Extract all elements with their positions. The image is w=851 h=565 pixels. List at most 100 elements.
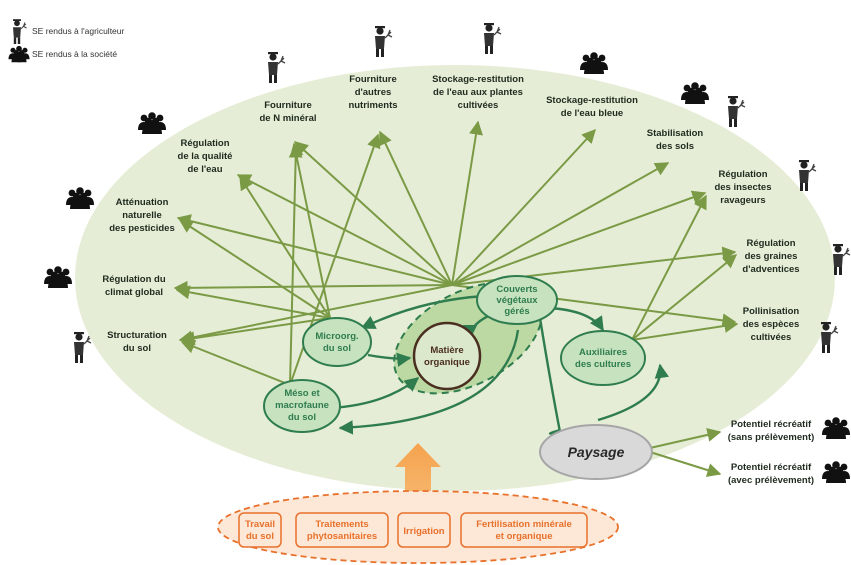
svg-text:Travail: Travail (245, 519, 275, 530)
svg-text:des cultures: des cultures (575, 359, 631, 370)
svg-text:Régulation du: Régulation du (102, 274, 166, 285)
svg-text:d'adventices: d'adventices (742, 264, 799, 275)
svg-text:des sols: des sols (656, 141, 694, 152)
svg-text:de l'eau bleue: de l'eau bleue (561, 108, 623, 119)
agroecosystem-ellipse (75, 65, 835, 491)
service-climat-global: Régulation du climat global (102, 274, 166, 298)
svg-text:Potentiel récréatif: Potentiel récréatif (731, 462, 812, 473)
farmer-icon (798, 159, 817, 192)
service-adventices: Régulation des graines d'adventices (742, 238, 799, 275)
svg-text:du sol: du sol (123, 343, 151, 354)
svg-text:de l'eau: de l'eau (188, 164, 223, 175)
svg-text:Potentiel récréatif: Potentiel récréatif (731, 419, 812, 430)
service-n-mineral: Fourniture de N minéral (259, 100, 316, 124)
farmer-icon (483, 22, 502, 55)
svg-text:et organique: et organique (495, 531, 552, 542)
svg-text:des espèces: des espèces (743, 319, 800, 330)
service-eau-bleue: Stockage-restitution de l'eau bleue (546, 95, 638, 119)
society-icon (8, 45, 30, 63)
society-icon (580, 52, 608, 74)
society-icon (822, 417, 850, 439)
svg-text:Stabilisation: Stabilisation (647, 128, 704, 139)
society-icon (138, 112, 166, 134)
svg-text:des pesticides: des pesticides (109, 223, 174, 234)
practice-travail-sol: Travail du sol (238, 512, 282, 548)
svg-text:Régulation: Régulation (746, 238, 795, 249)
svg-text:Fourniture: Fourniture (264, 100, 312, 111)
svg-text:d'autres: d'autres (355, 87, 392, 98)
svg-text:de la qualité: de la qualité (178, 151, 233, 162)
service-insectes-ravageurs: Régulation des insectes ravageurs (714, 169, 771, 206)
service-recreatif-avec: Potentiel récréatif (avec prélèvement) (728, 462, 814, 486)
legend-society-label: SE rendus à la société (32, 49, 117, 59)
svg-text:Fertilisation minérale: Fertilisation minérale (476, 519, 572, 530)
svg-text:cultivées: cultivées (458, 100, 499, 111)
svg-text:ravageurs: ravageurs (720, 195, 765, 206)
svg-text:des insectes: des insectes (714, 182, 771, 193)
svg-text:Irrigation: Irrigation (403, 526, 444, 537)
svg-text:Matière: Matière (430, 345, 463, 356)
society-icon (44, 266, 72, 288)
svg-text:naturelle: naturelle (122, 210, 162, 221)
paysage-arrows (649, 427, 722, 477)
legend-farmer-label: SE rendus à l'agriculteur (32, 26, 125, 36)
svg-text:Couverts: Couverts (496, 284, 537, 295)
svg-text:Microorg.: Microorg. (315, 331, 358, 342)
svg-text:Méso et: Méso et (284, 388, 320, 399)
meso-macrofaune-node: Méso et macrofaune du sol (263, 379, 341, 433)
orange-up-arrow (395, 443, 441, 493)
service-structuration-sol: Structuration du sol (107, 330, 167, 354)
society-icon (681, 82, 709, 104)
svg-text:(avec prélèvement): (avec prélèvement) (728, 475, 814, 486)
service-pollinisation: Pollinisation des espèces cultivées (743, 306, 800, 343)
svg-text:Pollinisation: Pollinisation (743, 306, 800, 317)
svg-text:végétaux: végétaux (496, 295, 538, 306)
farmer-icon (267, 51, 286, 84)
svg-text:Auxiliaires: Auxiliaires (579, 347, 627, 358)
svg-text:organique: organique (424, 357, 470, 368)
auxiliaires-node: Auxiliaires des cultures (560, 330, 646, 386)
svg-text:Structuration: Structuration (107, 330, 167, 341)
svg-text:macrofaune: macrofaune (275, 400, 329, 411)
service-stabilisation: Stabilisation des sols (647, 128, 704, 152)
auxiliaires-arrows (631, 194, 739, 341)
svg-text:Stockage-restitution: Stockage-restitution (432, 74, 524, 85)
svg-text:nutriments: nutriments (348, 100, 397, 111)
svg-text:Régulation: Régulation (180, 138, 229, 149)
svg-text:du sol: du sol (288, 412, 316, 423)
svg-text:Paysage: Paysage (568, 444, 625, 460)
service-attenuation-pesticides: Atténuation naturelle des pesticides (109, 197, 174, 234)
farmer-icon (832, 243, 851, 276)
svg-text:climat global: climat global (105, 287, 163, 298)
svg-text:du sol: du sol (323, 343, 351, 354)
farmer-icon (727, 95, 746, 128)
farmer-icon (374, 25, 393, 58)
paysage-node: Paysage (539, 424, 653, 480)
farmer-icon (12, 18, 28, 45)
service-recreatif-sans: Potentiel récréatif (sans prélèvement) (728, 419, 815, 443)
svg-text:(sans prélèvement): (sans prélèvement) (728, 432, 815, 443)
practice-fertilisation: Fertilisation minérale et organique (460, 512, 588, 548)
farmer-icon (73, 331, 92, 364)
svg-text:du sol: du sol (246, 531, 274, 542)
svg-text:de N minéral: de N minéral (259, 113, 316, 124)
svg-text:de l'eau aux plantes: de l'eau aux plantes (433, 87, 523, 98)
microorg-node: Microorg. du sol (302, 317, 372, 367)
svg-text:Traitements: Traitements (315, 519, 368, 530)
matiere-organique-node: Matière organique (412, 321, 482, 391)
svg-text:Fourniture: Fourniture (349, 74, 397, 85)
couverts-node: Couverts végétaux gérés (476, 275, 558, 325)
practice-traitements: Traitements phytosanitaires (295, 512, 389, 548)
svg-text:Régulation: Régulation (718, 169, 767, 180)
practice-irrigation: Irrigation (397, 512, 451, 548)
svg-text:gérés: gérés (504, 306, 529, 317)
service-autres-nutriments: Fourniture d'autres nutriments (348, 74, 397, 111)
svg-text:cultivées: cultivées (751, 332, 792, 343)
svg-text:des graines: des graines (745, 251, 798, 262)
society-icon (822, 461, 850, 483)
service-qualite-eau: Régulation de la qualité de l'eau (178, 138, 233, 175)
service-eau-plantes: Stockage-restitution de l'eau aux plante… (432, 74, 524, 111)
svg-text:Stockage-restitution: Stockage-restitution (546, 95, 638, 106)
svg-text:Atténuation: Atténuation (116, 197, 169, 208)
